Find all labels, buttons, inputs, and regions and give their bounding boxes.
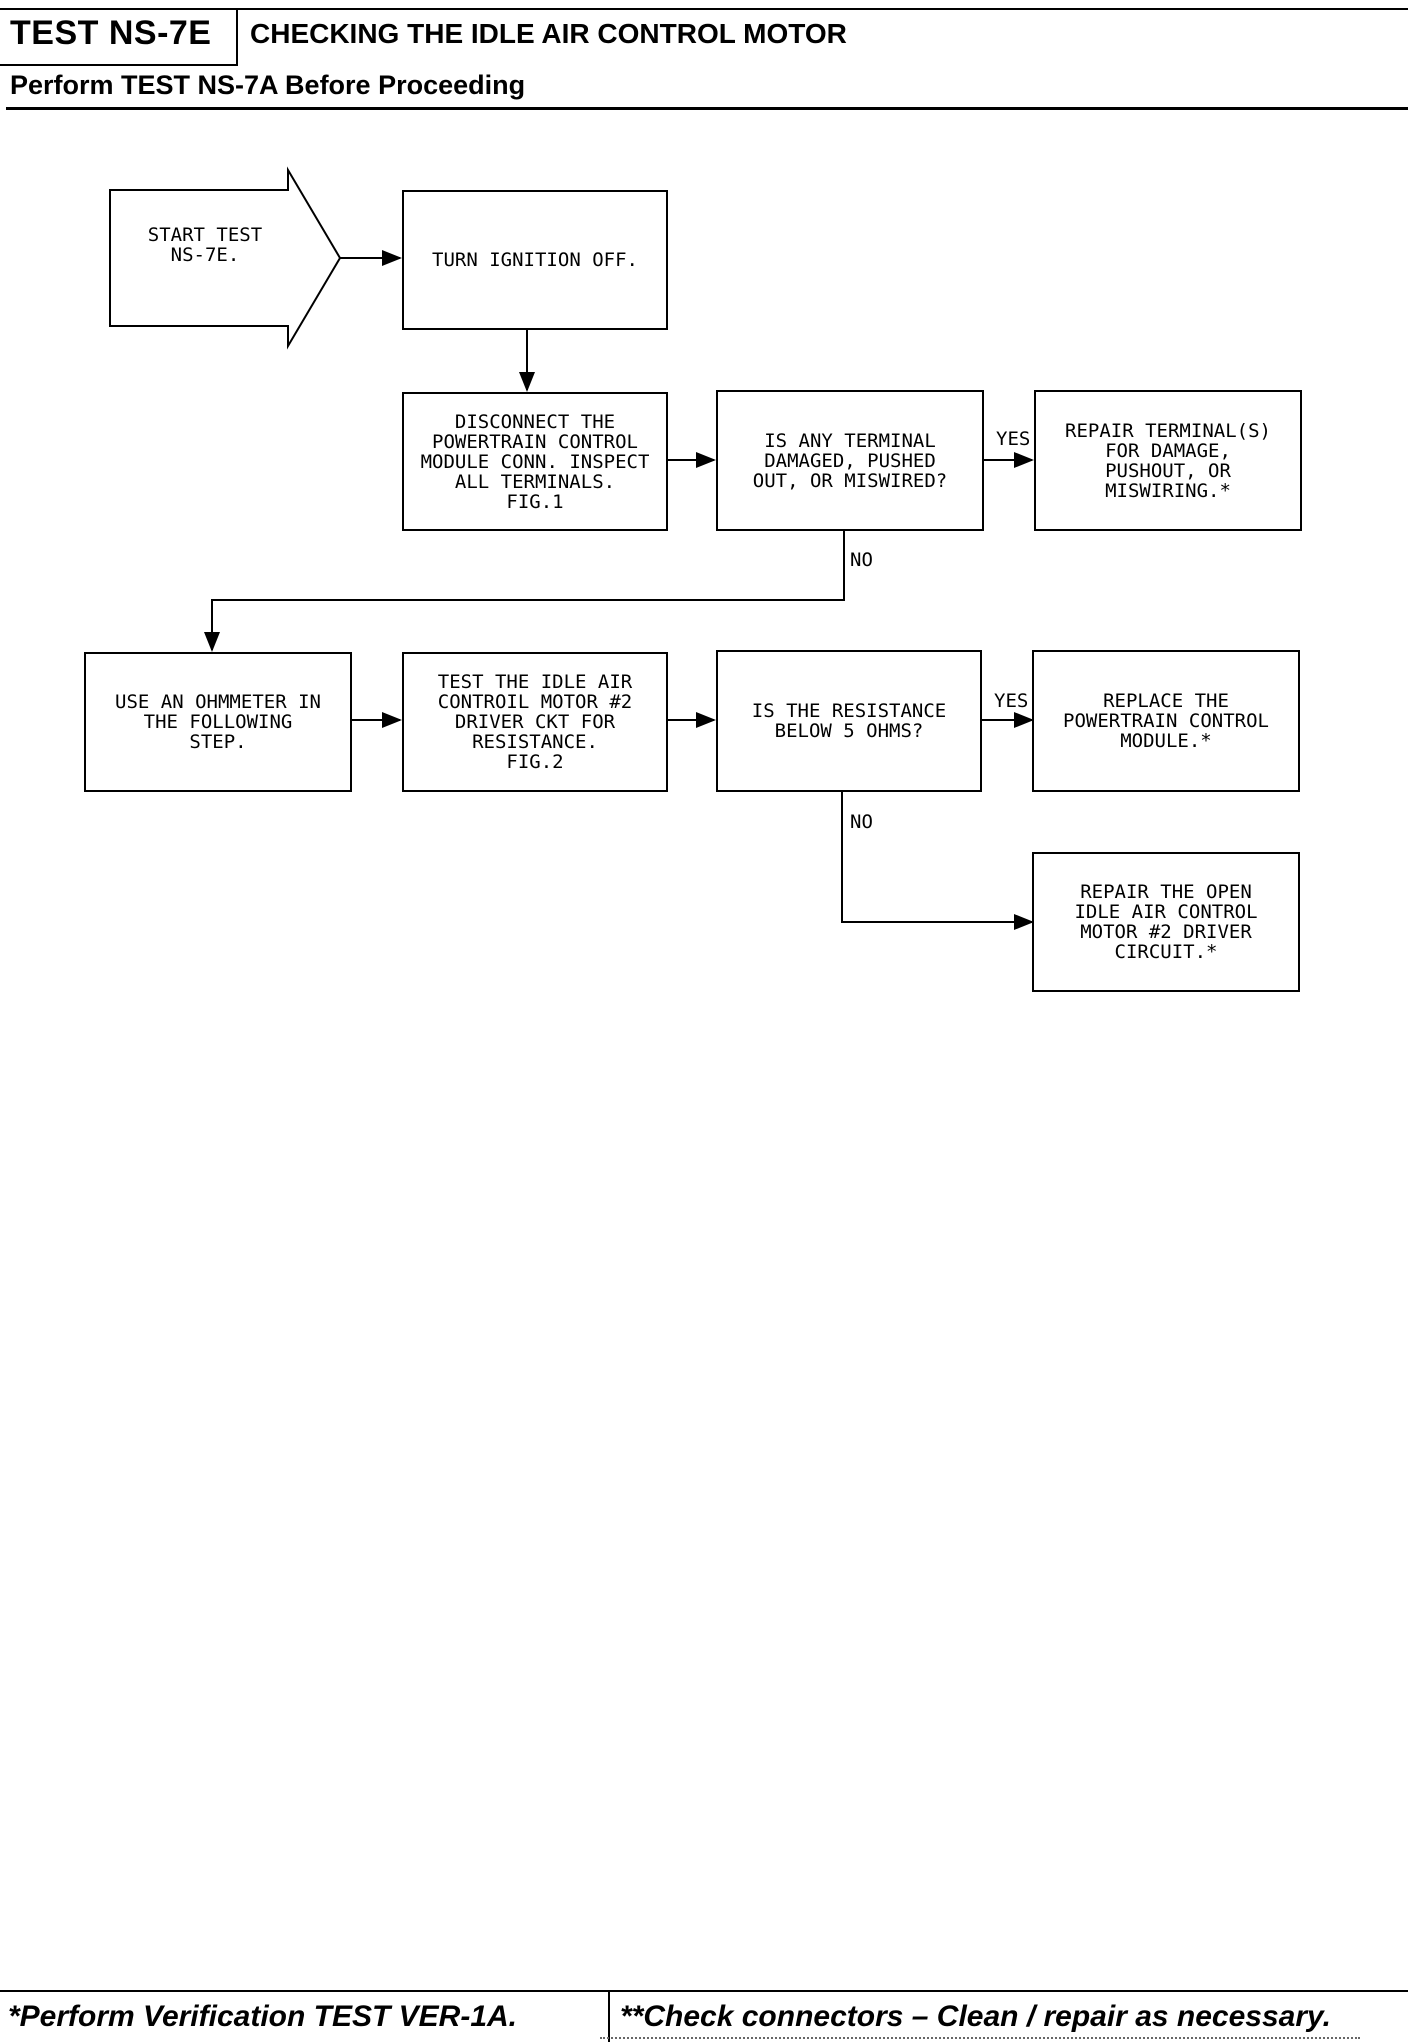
arrow-resistance-no [841, 792, 1034, 930]
step-disconnect-module: DISCONNECT THE POWERTRAIN CONTROL MODULE… [402, 392, 668, 531]
page-subtitle: Perform TEST NS-7A Before Proceeding [10, 70, 526, 100]
action-repair-terminals: REPAIR TERMINAL(S) FOR DAMAGE, PUSHOUT, … [1034, 390, 1302, 531]
no-label-terminal: NO [850, 549, 873, 571]
no-label-resistance: NO [850, 811, 873, 833]
footer-verification-note: *Perform Verification TEST VER-1A. [8, 2000, 518, 2033]
footer-top-rule [0, 1990, 1408, 1992]
arrow-terminal-no [204, 530, 845, 652]
test-id: TEST NS-7E [10, 14, 212, 52]
yes-label-terminal: YES [996, 428, 1031, 450]
footer-divider [608, 1990, 610, 2042]
question-terminal-damage: IS ANY TERMINAL DAMAGED, PUSHED OUT, OR … [716, 390, 984, 531]
flowchart-connectors [109, 166, 1034, 930]
header-top-rule [0, 8, 1408, 10]
header-id-underline [0, 64, 236, 66]
step-use-ohmmeter: USE AN OHMMETER IN THE FOLLOWING STEP. [84, 652, 352, 792]
yes-label-resistance: YES [994, 690, 1029, 712]
footer-dotted-rule [600, 2037, 1360, 2039]
action-replace-module: REPLACE THE POWERTRAIN CONTROL MODULE.* [1032, 650, 1300, 792]
step-turn-ignition-off: TURN IGNITION OFF. [402, 190, 668, 330]
question-resistance-below-5: IS THE RESISTANCE BELOW 5 OHMS? [716, 650, 982, 792]
header-divider [236, 10, 238, 66]
footer-connectors-note: **Check connectors – Clean / repair as n… [620, 2000, 1331, 2033]
step-test-driver-circuit: TEST THE IDLE AIR CONTROIL MOTOR #2 DRIV… [402, 652, 668, 792]
page-title: CHECKING THE IDLE AIR CONTROL MOTOR [250, 18, 847, 49]
header-bottom-rule [6, 107, 1408, 110]
start-arrow-shape [109, 166, 342, 350]
action-repair-open-circuit: REPAIR THE OPEN IDLE AIR CONTROL MOTOR #… [1032, 852, 1300, 992]
start-node-label: START TEST NS-7E. [147, 224, 263, 266]
